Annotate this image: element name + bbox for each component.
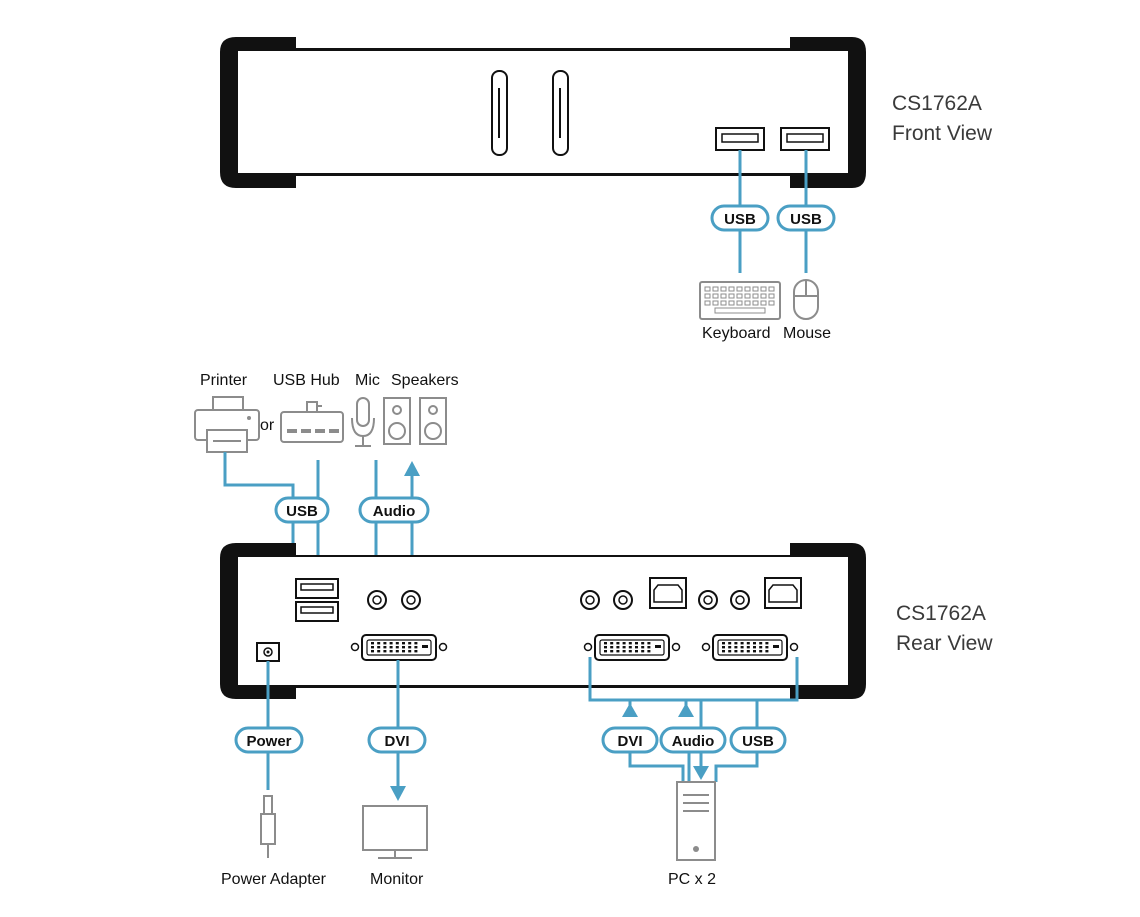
svg-text:USB: USB: [742, 733, 774, 750]
pc2-dvi-port: [701, 634, 799, 661]
front-usb-label-1: USB: [710, 204, 770, 232]
mic-jack: [367, 590, 387, 610]
rear-usb-port-1: [295, 578, 339, 599]
power-label: Power: [234, 726, 304, 754]
rear-usb-port-2: [295, 601, 339, 622]
pc-usb-label: USB: [729, 726, 787, 754]
monitor-label: Monitor: [370, 871, 424, 888]
rear-model-label: CS1762A: [896, 602, 986, 625]
power-jack: [256, 642, 280, 662]
printer-label: Printer: [200, 372, 248, 389]
svg-text:Audio: Audio: [672, 733, 715, 750]
front-led-slot-2: [552, 70, 569, 156]
mic-icon: [351, 397, 375, 447]
printer-icon: [194, 396, 260, 453]
mic-label: Mic: [355, 372, 380, 389]
pc1-audio-jack-2: [613, 590, 633, 610]
pc-dvi-label: DVI: [601, 726, 659, 754]
front-led-slot-1: [491, 70, 508, 156]
speakers-icon: [383, 397, 447, 445]
svg-text:USB: USB: [724, 211, 756, 228]
pc2-audio-jack-2: [730, 590, 750, 610]
pc2-audio-jack-1: [698, 590, 718, 610]
or-label: or: [260, 417, 275, 434]
front-model-label: CS1762A: [892, 92, 982, 115]
front-usb-label-2: USB: [776, 204, 836, 232]
pc-audio-label: Audio: [659, 726, 727, 754]
svg-text:DVI: DVI: [384, 733, 409, 750]
pc2-usb-b-port: [764, 577, 802, 609]
speaker-jack: [401, 590, 421, 610]
front-view-label: Front View: [892, 122, 993, 145]
peripheral-audio-label: Audio: [358, 496, 430, 524]
pc1-dvi-port: [583, 634, 681, 661]
power-adapter-label: Power Adapter: [221, 871, 327, 888]
keyboard-icon: [699, 281, 781, 320]
svg-text:Power: Power: [246, 733, 291, 750]
usb-hub-label: USB Hub: [273, 372, 340, 389]
power-adapter-icon: [260, 795, 276, 858]
keyboard-label: Keyboard: [702, 325, 771, 342]
monitor-icon: [362, 805, 428, 859]
front-usb-port-1: [715, 127, 765, 151]
mouse-icon: [793, 279, 819, 320]
console-dvi-label: DVI: [367, 726, 427, 754]
svg-text:DVI: DVI: [617, 733, 642, 750]
pc-label: PC x 2: [668, 871, 716, 888]
svg-text:USB: USB: [790, 211, 822, 228]
pc1-usb-b-port: [649, 577, 687, 609]
peripheral-usb-label: USB: [274, 496, 330, 524]
svg-text:USB: USB: [286, 503, 318, 520]
rear-view-label: Rear View: [896, 632, 993, 655]
speakers-label: Speakers: [391, 372, 459, 389]
usb-hub-icon: [280, 401, 344, 443]
mouse-label: Mouse: [783, 325, 831, 342]
front-usb-port-2: [780, 127, 830, 151]
console-dvi-port: [350, 634, 448, 661]
svg-text:Audio: Audio: [373, 503, 416, 520]
rear-unit: [220, 543, 866, 699]
pc-tower-icon: [676, 781, 716, 861]
front-unit: [220, 37, 866, 188]
pc1-audio-jack-1: [580, 590, 600, 610]
